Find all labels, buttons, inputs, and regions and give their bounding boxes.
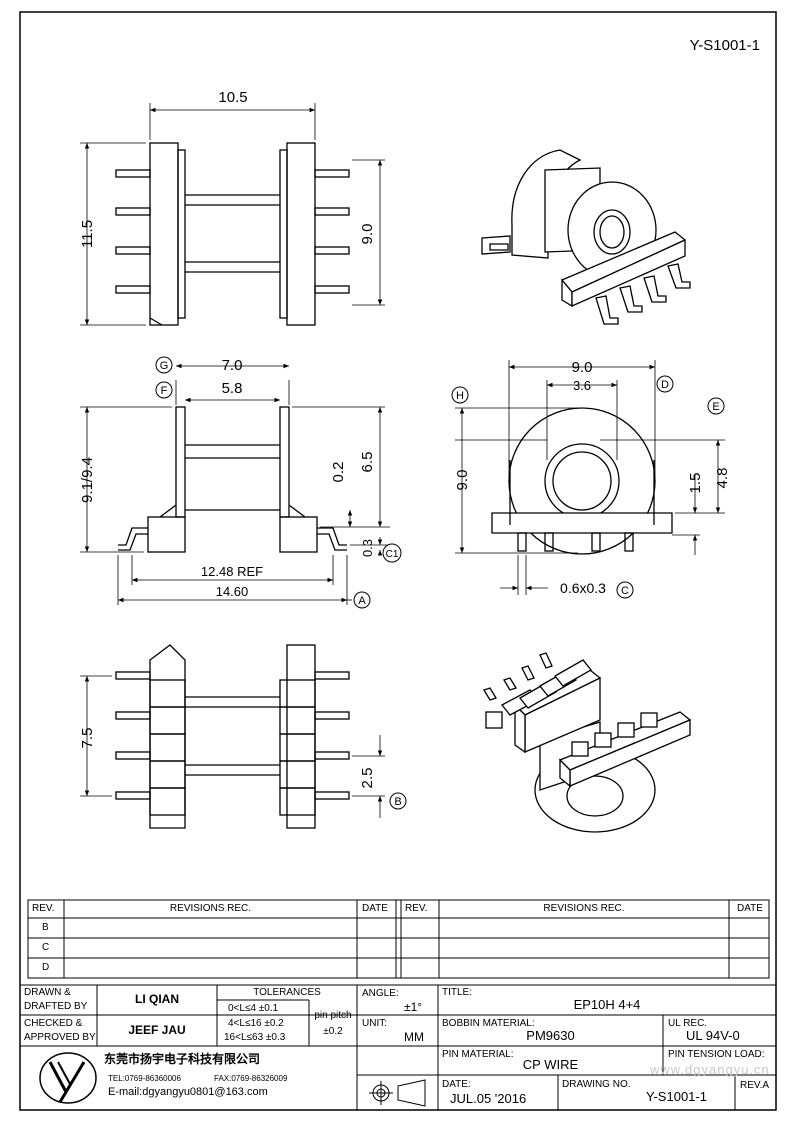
rev-row-b: B [42, 922, 49, 933]
rev-row-c: C [42, 942, 50, 953]
callout-b: B [394, 796, 401, 808]
callout-f: F [161, 385, 168, 397]
dim-top-inner: 9.0 [359, 224, 376, 245]
callout-a: A [358, 595, 366, 607]
dim-side-15: 1.5 [687, 473, 704, 494]
dim-side-width: 9.0 [572, 359, 593, 376]
ul-rec-label: UL REC. [668, 1018, 708, 1029]
bobbin-material-label: BOBBIN MATERIAL: [442, 1018, 535, 1029]
callouts [155, 356, 725, 810]
pin-pitch-label: pin pitch [314, 1010, 352, 1021]
tolerances-label: TOLERANCES [253, 987, 321, 998]
iso-view-bottom [483, 652, 692, 833]
date-header-right: DATE [737, 903, 763, 914]
checked-label-1: CHECKED & [24, 1018, 83, 1029]
angle-value: ±1° [404, 1000, 423, 1014]
company-name: 东莞市扬宇电子科技有限公司 [104, 1052, 261, 1066]
dim-front-ref: 12.48 REF [201, 564, 263, 579]
date-label: DATE: [442, 1079, 471, 1090]
unit-label: UNIT: [362, 1018, 387, 1029]
callout-e: E [712, 401, 719, 413]
revisions-table [27, 899, 770, 979]
bottom-view-dimensions [80, 675, 385, 818]
dim-front-f: 5.8 [222, 380, 243, 397]
dim-top-width: 10.5 [218, 89, 247, 106]
callout-c1: C1 [386, 549, 399, 560]
company-email: E-mail:dgyangyu0801@163.com [108, 1086, 268, 1098]
top-view [115, 142, 350, 326]
iso-view-top [481, 149, 691, 325]
angle-label: ANGLE: [362, 988, 399, 999]
rev-a-label: REV.A [740, 1080, 770, 1091]
bobbin-material-value: PM9630 [526, 1028, 575, 1043]
top-view-dimensions [80, 103, 385, 326]
dim-side-36: 3.6 [573, 378, 591, 393]
dim-front-total: 14.60 [216, 584, 249, 599]
company-logo-icon [39, 1052, 97, 1104]
checked-label-2: APPROVED BY [24, 1032, 96, 1043]
revisions-header-left: REVISIONS REC. [169, 903, 252, 914]
dim-side-48: 4.8 [714, 468, 731, 489]
unit-value: MM [404, 1030, 424, 1044]
rev-header-right: REV. [405, 903, 428, 914]
side-view [491, 407, 673, 555]
front-view [118, 406, 347, 553]
dim-front-65: 6.5 [359, 452, 376, 473]
callout-c: C [621, 585, 629, 597]
drawn-label-1: DRAWN & [24, 987, 71, 998]
pin-tension-label: PIN TENSION LOAD: [668, 1049, 765, 1060]
pin-pitch-value: ±0.2 [323, 1026, 343, 1037]
checked-value: JEEF JAU [128, 1023, 186, 1037]
projection-symbol-icon [369, 1079, 426, 1107]
date-value: JUL.05 '2016 [450, 1091, 527, 1106]
drawing-no-value: Y-S1001-1 [646, 1089, 707, 1104]
dim-front-g: 7.0 [222, 357, 243, 374]
callout-h: H [456, 390, 464, 402]
callout-d: D [661, 379, 669, 391]
front-view-dimensions [80, 363, 390, 605]
drawn-value: LI QIAN [135, 992, 179, 1006]
title-value: EP10H 4+4 [573, 997, 641, 1012]
tolerance-3: 16<L≤63 ±0.3 [224, 1032, 286, 1043]
pin-material-value: CP WIRE [522, 1057, 579, 1072]
dim-bottom-75: 7.5 [79, 728, 96, 749]
side-view-dimensions [455, 360, 725, 595]
dim-front-02: 0.2 [330, 462, 347, 483]
rev-row-d: D [42, 962, 50, 973]
rev-header-left: REV. [32, 903, 55, 914]
dim-front-03: 0.3 [360, 539, 375, 557]
drawing-id-top: Y-S1001-1 [690, 37, 760, 54]
tolerance-2: 4<L≤16 ±0.2 [228, 1018, 284, 1029]
dim-side-height: 9.0 [454, 470, 471, 491]
dim-side-pin: 0.6x0.3 [560, 580, 606, 596]
ul-rec-value: UL 94V-0 [686, 1028, 740, 1043]
tolerance-1: 0<L≤4 ±0.1 [228, 1003, 279, 1014]
revisions-header-right: REVISIONS REC. [543, 903, 625, 914]
drawn-label-2: DRAFTED BY [24, 1001, 88, 1012]
bottom-view [115, 644, 350, 829]
pin-material-label: PIN MATERIAL: [442, 1049, 514, 1060]
company-tel: TEL:0769-86360006 [108, 1074, 181, 1083]
outer-frame [19, 11, 777, 1111]
callout-g: G [160, 360, 169, 372]
drawing-no-label: DRAWING NO. [562, 1079, 631, 1090]
company-fax: FAX:0769-86326009 [214, 1074, 288, 1083]
dim-top-height: 11.5 [79, 220, 96, 248]
date-header-left: DATE [362, 903, 388, 914]
watermark: www.dgyangyu.cn [650, 1062, 770, 1077]
title-label: TITLE: [442, 987, 473, 998]
dim-front-height: 9.1/9.4 [79, 457, 96, 503]
title-block-grid [20, 984, 776, 1110]
dim-bottom-25: 2.5 [359, 768, 376, 789]
